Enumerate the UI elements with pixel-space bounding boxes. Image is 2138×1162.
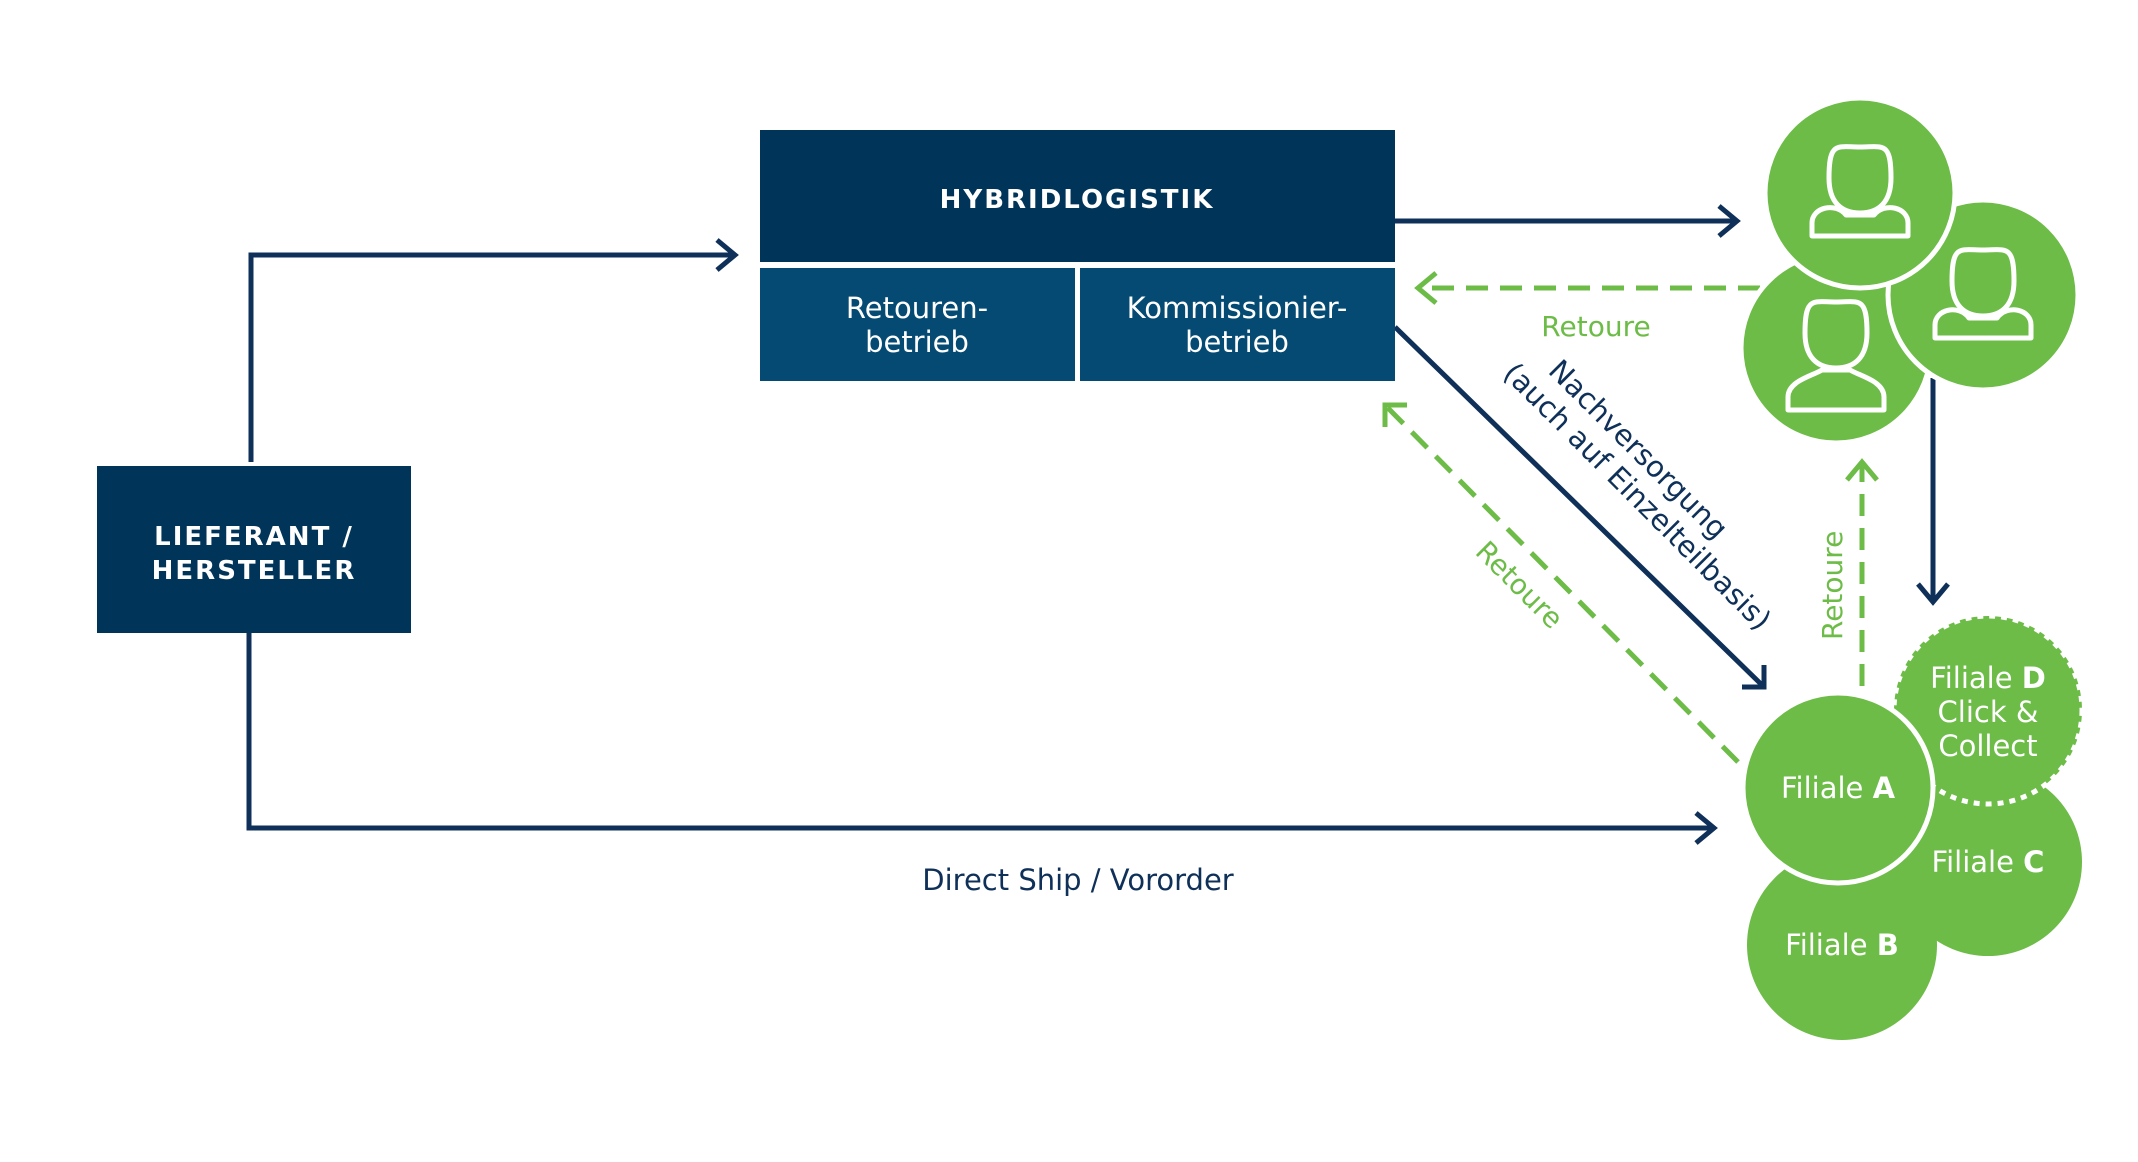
lieferant-block: LIEFERANT / HERSTELLER [97, 466, 411, 633]
filiale-c-label: Filiale C [1932, 845, 2045, 879]
retoure-arrow-filiale-to-hybridlogistik [1382, 402, 1740, 764]
filiale-b: Filiale B [1747, 850, 1937, 1040]
filiale-d-label-line3: Collect [1938, 729, 2037, 763]
retourenbetrieb-label: Retouren- [846, 291, 988, 325]
direct-ship-label: Direct Ship / Vororder [922, 863, 1234, 897]
filiale-d-label-line2: Click & [1938, 695, 2039, 729]
connector-hybridlogistik-to-customers [1395, 204, 1741, 238]
kommissionierbetrieb-box [1080, 268, 1395, 381]
retoure-label-vertical: Retoure [1816, 531, 1849, 640]
hybridlogistik-header [760, 130, 1395, 262]
filiale-d-label: Filiale D [1930, 661, 2046, 695]
filiale-b-label: Filiale B [1785, 928, 1899, 962]
filiale-a-label: Filiale A [1781, 771, 1896, 805]
connector-customers-to-filiale [1916, 378, 1950, 606]
retoure-arrow-customers-to-hybridlogistik [1414, 271, 1760, 305]
connector-nachversorgung [1393, 325, 1767, 690]
filiale-d-click-collect: Filiale D Click & Collect [1891, 613, 2085, 807]
connector-direct-ship [246, 632, 1718, 845]
lieferant-box [97, 466, 411, 633]
retoure-label-top: Retoure [1541, 310, 1650, 343]
hybridlogistik-block: HYBRIDLOGISTIK Retouren- betrieb Kommiss… [760, 130, 1395, 381]
customer-group [1738, 95, 2081, 446]
retourenbetrieb-box [760, 268, 1075, 381]
user-icon [1785, 299, 1887, 413]
retourenbetrieb-label-line2: betrieb [865, 325, 969, 359]
connector-lieferant-to-hybridlogistik [248, 238, 739, 462]
kommissionierbetrieb-label-line2: betrieb [1185, 325, 1289, 359]
retoure-arrow-filiale-to-customers [1845, 458, 1879, 686]
filiale-a: Filiale A [1740, 690, 1936, 886]
filiale-group: Filiale C Filiale D Click & Collect Fili… [1740, 613, 2085, 1040]
retoure-label-diagonal: Retoure [1469, 535, 1570, 636]
filiale-c: Filiale C [1894, 768, 2082, 956]
customer-circle-top [1762, 95, 1958, 291]
lieferant-label-line2: HERSTELLER [152, 556, 357, 586]
hybridlogistik-title: HYBRIDLOGISTIK [940, 185, 1215, 215]
kommissionierbetrieb-label: Kommissionier- [1127, 291, 1348, 325]
user-icon [1809, 144, 1911, 239]
lieferant-label: LIEFERANT / [154, 522, 354, 552]
user-icon [1932, 247, 2034, 341]
